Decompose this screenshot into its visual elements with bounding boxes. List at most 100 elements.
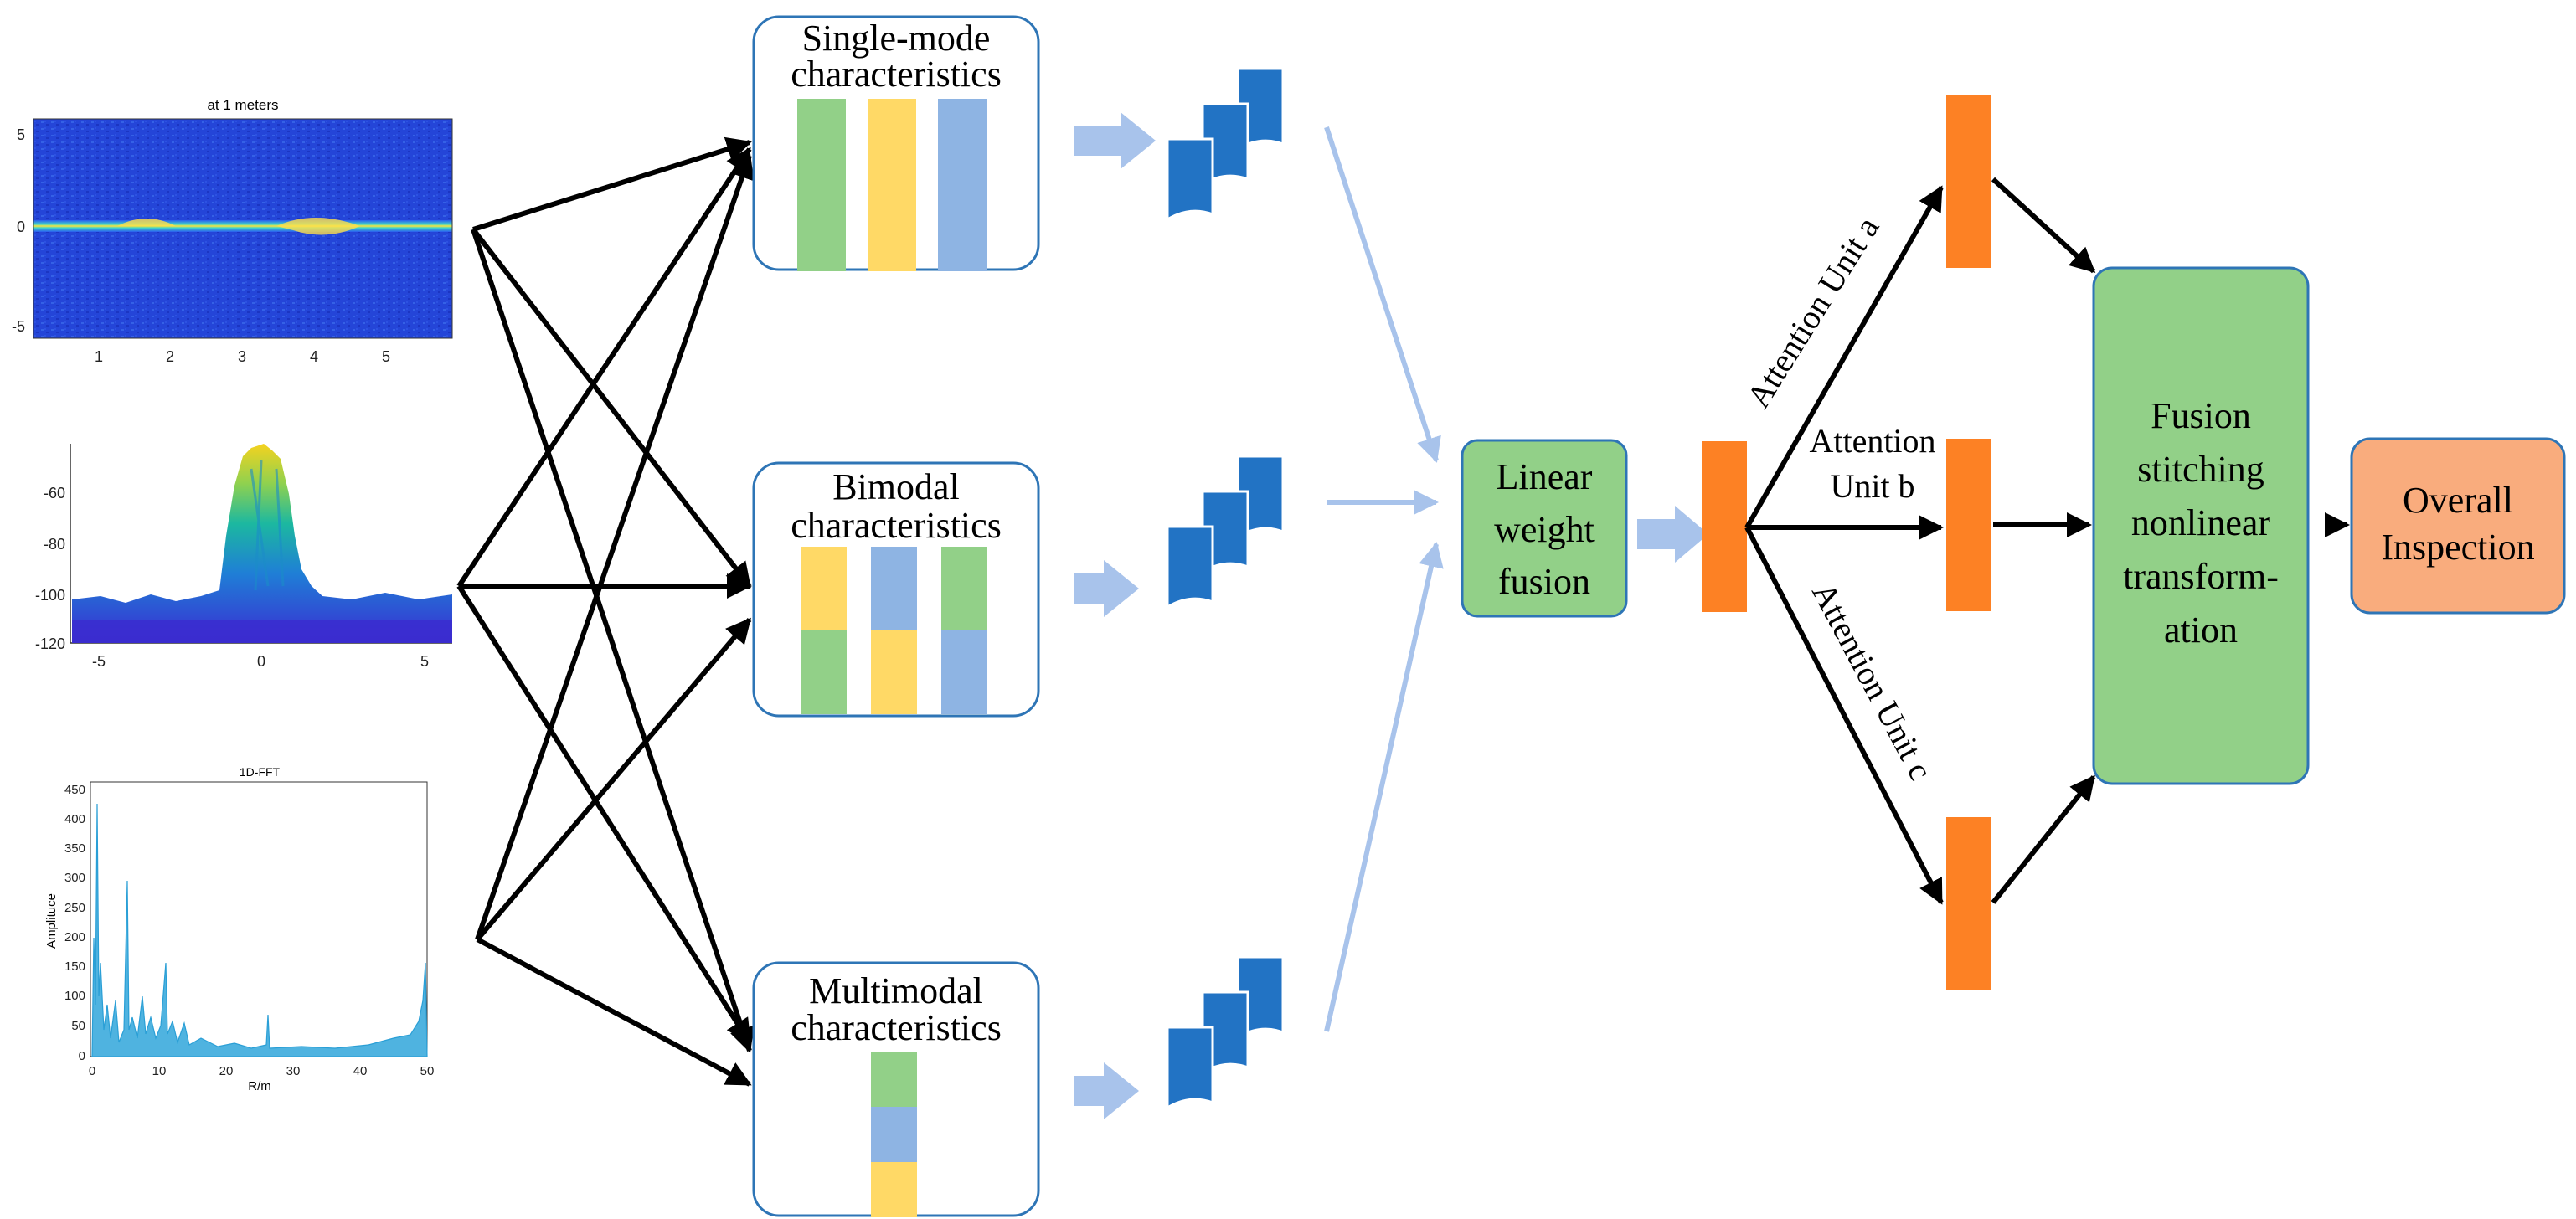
overall-line2: Inspection: [2381, 527, 2534, 568]
block-arrows: [1074, 112, 1708, 1119]
fft-ytick-400: 400: [64, 812, 85, 826]
linear-fusion-line1: Linear: [1497, 456, 1593, 497]
bar-a-to-stitching-arrow: [1991, 177, 2096, 274]
linear-fusion-line3: fusion: [1498, 561, 1590, 602]
fft-signal: [91, 803, 428, 1057]
fft-ytick-150: 150: [64, 959, 85, 974]
spec-ytick-5: 5: [17, 126, 25, 143]
surface-floor: [72, 620, 452, 643]
single-mode-box: Single-mode characteristics: [752, 15, 1040, 271]
overall-frame: [2350, 437, 2566, 615]
bimodal-bar2-top: [871, 547, 917, 630]
fft-xtick-50: 50: [420, 1064, 435, 1078]
spec-ytick-0: 0: [17, 219, 25, 235]
fft-plot: 1D-FFT Amplituce R/m 450 400 350 300 250…: [44, 765, 434, 1093]
single-yellow-bar: [868, 99, 916, 271]
fft-xtick-0: 0: [89, 1064, 95, 1078]
multimodal-label-2: characteristics: [791, 1007, 1002, 1048]
spectrogram-title: at 1 meters: [207, 97, 278, 113]
attention-c-output-bar: [1946, 817, 1991, 990]
attention-a-arrow: [1744, 185, 1944, 529]
arrow-surface-to-single: [456, 147, 752, 588]
linear-fusion-frame: [1461, 439, 1628, 618]
stitching-line3: nonlinear: [2131, 502, 2271, 543]
fft-ytick-350: 350: [64, 841, 85, 856]
fft-title: 1D-FFT: [240, 765, 281, 779]
fft-ytick-100: 100: [64, 989, 85, 1003]
bimodal-bar3-top: [941, 547, 987, 630]
block-arrow-multimodal: [1074, 1062, 1139, 1119]
doc-stack-bimodal-icon: [1166, 455, 1285, 610]
arrow-spec-to-multimodal: [471, 229, 755, 1053]
bimodal-label-2: characteristics: [791, 505, 1002, 546]
spec-xtick-2: 2: [166, 348, 174, 365]
fft-ytick-300: 300: [64, 871, 85, 885]
single-mode-label-2: characteristics: [791, 54, 1002, 95]
stitching-line1: Fusion: [2151, 395, 2251, 436]
surface-xtick-neg5: -5: [92, 653, 106, 670]
bimodal-box: Bimodal characteristics: [752, 461, 1040, 718]
multimodal-box: Multimodal characteristics: [752, 961, 1040, 1217]
stitching-frame: [2092, 266, 2310, 785]
surface-xtick-0: 0: [257, 653, 265, 670]
fft-ytick-200: 200: [64, 930, 85, 944]
fft-ytick-450: 450: [64, 783, 85, 797]
spectrogram-center-band: [33, 220, 452, 232]
arrow-fft-to-single: [475, 153, 755, 940]
fft-ytick-50: 50: [71, 1019, 85, 1033]
doc-stack-single-icon: [1166, 67, 1285, 222]
spec-xtick-1: 1: [95, 348, 103, 365]
overall-line1: Overall: [2403, 480, 2513, 521]
attention-c-arrow: [1744, 526, 1944, 905]
fft-ylabel: Amplituce: [44, 893, 59, 949]
fused-feature-bar: [1702, 441, 1747, 612]
attention-a-label: Attention Unit a: [1739, 209, 1887, 414]
bimodal-bar1-bottom: [801, 630, 847, 714]
multimodal-yellow-segment: [871, 1162, 917, 1217]
attention-a-output-bar: [1946, 95, 1991, 268]
connection-arrows: [456, 136, 755, 1087]
surface-ytick-100: -100: [35, 587, 65, 604]
single-green-bar: [797, 99, 846, 271]
block-arrow-bimodal: [1074, 560, 1139, 617]
arrow-fft-to-multimodal: [476, 937, 752, 1087]
orange-feature-bars: [1702, 95, 1991, 990]
spec-xtick-3: 3: [238, 348, 246, 365]
surface-xtick-5: 5: [420, 653, 429, 670]
attention-b-label-2: Unit b: [1830, 467, 1914, 505]
surface-plot: -60 -80 -100 -120 -5 0 5: [35, 444, 452, 670]
multimodal-blue-segment: [871, 1107, 917, 1162]
spec-xtick-5: 5: [382, 348, 390, 365]
bar-c-to-stitching-arrow: [1991, 774, 2096, 904]
fft-xtick-20: 20: [219, 1064, 234, 1078]
linear-fusion-line2: weight: [1494, 509, 1595, 550]
bimodal-label-1: Bimodal: [832, 466, 960, 507]
fft-xtick-10: 10: [152, 1064, 167, 1078]
bimodal-bar2-bottom: [871, 630, 917, 714]
fft-frame: [90, 781, 428, 1057]
converging-arrows: [1324, 126, 1444, 1032]
fft-ytick-0: 0: [79, 1049, 85, 1063]
linear-weight-fusion-box: Linear weight fusion: [1461, 439, 1628, 618]
arrow-spec-to-single: [472, 136, 752, 232]
fft-ytick-250: 250: [64, 901, 85, 915]
attention-b-label-1: Attention: [1809, 422, 1935, 460]
multimodal-green-segment: [871, 1052, 917, 1107]
fft-xtick-30: 30: [286, 1064, 301, 1078]
arrow-spec-to-bimodal: [471, 228, 752, 589]
fft-xtick-40: 40: [353, 1064, 368, 1078]
stitching-line4: transform-: [2123, 556, 2279, 597]
arrow-fft-to-bimodal: [475, 617, 752, 941]
overall-inspection-box: Overall Inspection: [2350, 437, 2566, 615]
doc-stack-multimodal-icon: [1166, 955, 1285, 1110]
block-arrow-single: [1074, 112, 1156, 169]
spectrogram-plot: at 1 meters 5 0 -5 1 2 3 4 5: [12, 97, 453, 365]
attention-arrows: [1744, 177, 2350, 905]
single-blue-bar: [938, 99, 987, 271]
surface-ytick-80: -80: [44, 536, 65, 553]
surface-ytick-120: -120: [35, 635, 65, 652]
spectrogram-frame: [33, 118, 453, 339]
fusion-stitching-box: Fusion stitching nonlinear transform- at…: [2092, 266, 2310, 785]
